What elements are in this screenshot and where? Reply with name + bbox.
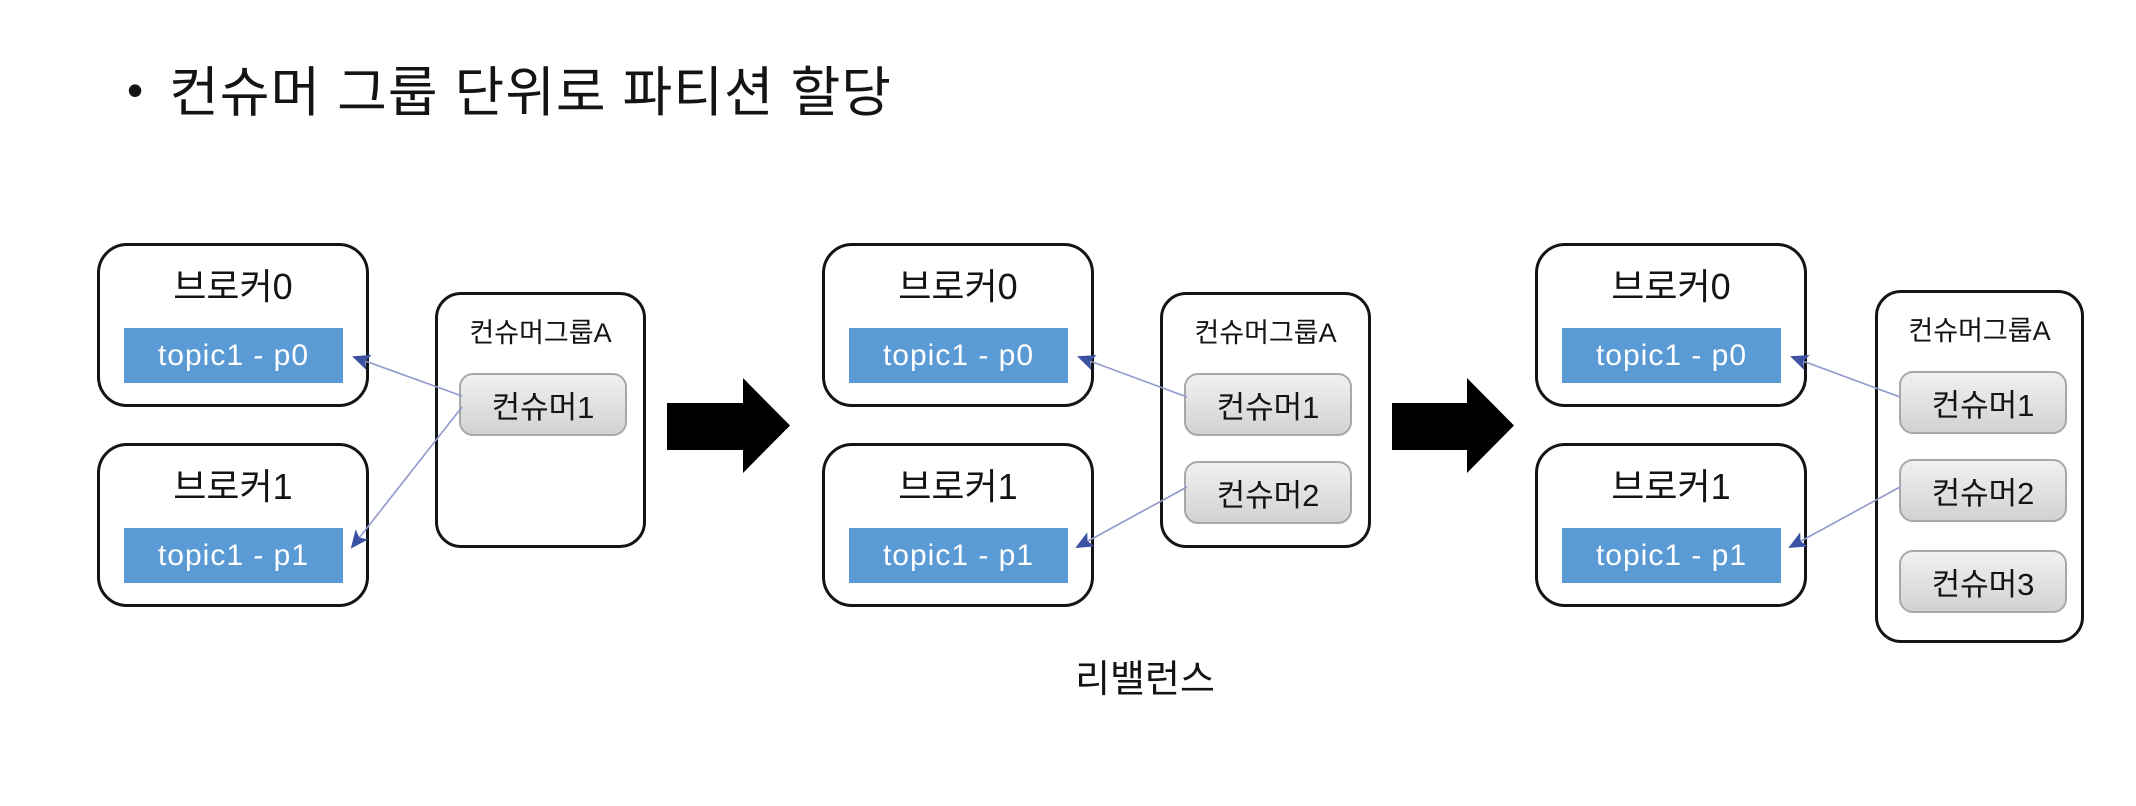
stage2-partition-p1: topic1 - p1 — [849, 528, 1068, 583]
stage2-broker1-box: 브로커1 topic1 - p1 — [822, 443, 1094, 607]
stage2-partition-p0: topic1 - p0 — [849, 328, 1068, 383]
stage1-partition-p0: topic1 - p0 — [124, 328, 343, 383]
stage3-consumer-group-title: 컨슈머그룹A — [1908, 316, 2051, 346]
stage1-broker1-title: 브로커1 — [173, 466, 293, 507]
stage1-partition-p1: topic1 - p1 — [124, 528, 343, 583]
bullet-icon: • — [127, 63, 144, 116]
stage2-consumer-group-box: 컨슈머그룹A 컨슈머1 컨슈머2 — [1160, 292, 1371, 548]
stage1-broker0-box: 브로커0 topic1 - p0 — [97, 243, 369, 407]
slide-title-text: 컨슈머 그룹 단위로 파티션 할당 — [169, 63, 892, 123]
stage3-broker1-title: 브로커1 — [1611, 466, 1731, 507]
stage3-partition-p1: topic1 - p1 — [1562, 528, 1781, 583]
stage3-consumer2: 컨슈머2 — [1899, 459, 2067, 522]
stage1-consumer1: 컨슈머1 — [459, 373, 627, 436]
flow-arrow-2-icon — [1392, 378, 1514, 473]
stage2-broker1-title: 브로커1 — [898, 466, 1018, 507]
stage2-consumer1: 컨슈머1 — [1184, 373, 1352, 436]
stage2-consumer2: 컨슈머2 — [1184, 461, 1352, 524]
stage3-broker0-title: 브로커0 — [1611, 266, 1731, 307]
stage3-broker0-box: 브로커0 topic1 - p0 — [1535, 243, 1807, 407]
stage1-consumer-group-box: 컨슈머그룹A 컨슈머1 — [435, 292, 646, 548]
rebalance-label: 리밸런스 — [1075, 659, 1215, 701]
stage2-broker0-box: 브로커0 topic1 - p0 — [822, 243, 1094, 407]
stage3-broker1-box: 브로커1 topic1 - p1 — [1535, 443, 1807, 607]
flow-arrow-1-icon — [667, 378, 790, 473]
slide-title: • 컨슈머 그룹 단위로 파티션 할당 — [127, 48, 892, 127]
stage2-consumer-group-title: 컨슈머그룹A — [1194, 318, 1337, 348]
stage1-broker1-box: 브로커1 topic1 - p1 — [97, 443, 369, 607]
stage3-consumer3: 컨슈머3 — [1899, 550, 2067, 613]
stage3-partition-p0: topic1 - p0 — [1562, 328, 1781, 383]
stage2-broker0-title: 브로커0 — [898, 266, 1018, 307]
stage1-consumer-group-title: 컨슈머그룹A — [469, 318, 612, 348]
stage1-broker0-title: 브로커0 — [173, 266, 293, 307]
stage3-consumer-group-box: 컨슈머그룹A 컨슈머1 컨슈머2 컨슈머3 — [1875, 290, 2084, 643]
stage3-consumer1: 컨슈머1 — [1899, 371, 2067, 434]
